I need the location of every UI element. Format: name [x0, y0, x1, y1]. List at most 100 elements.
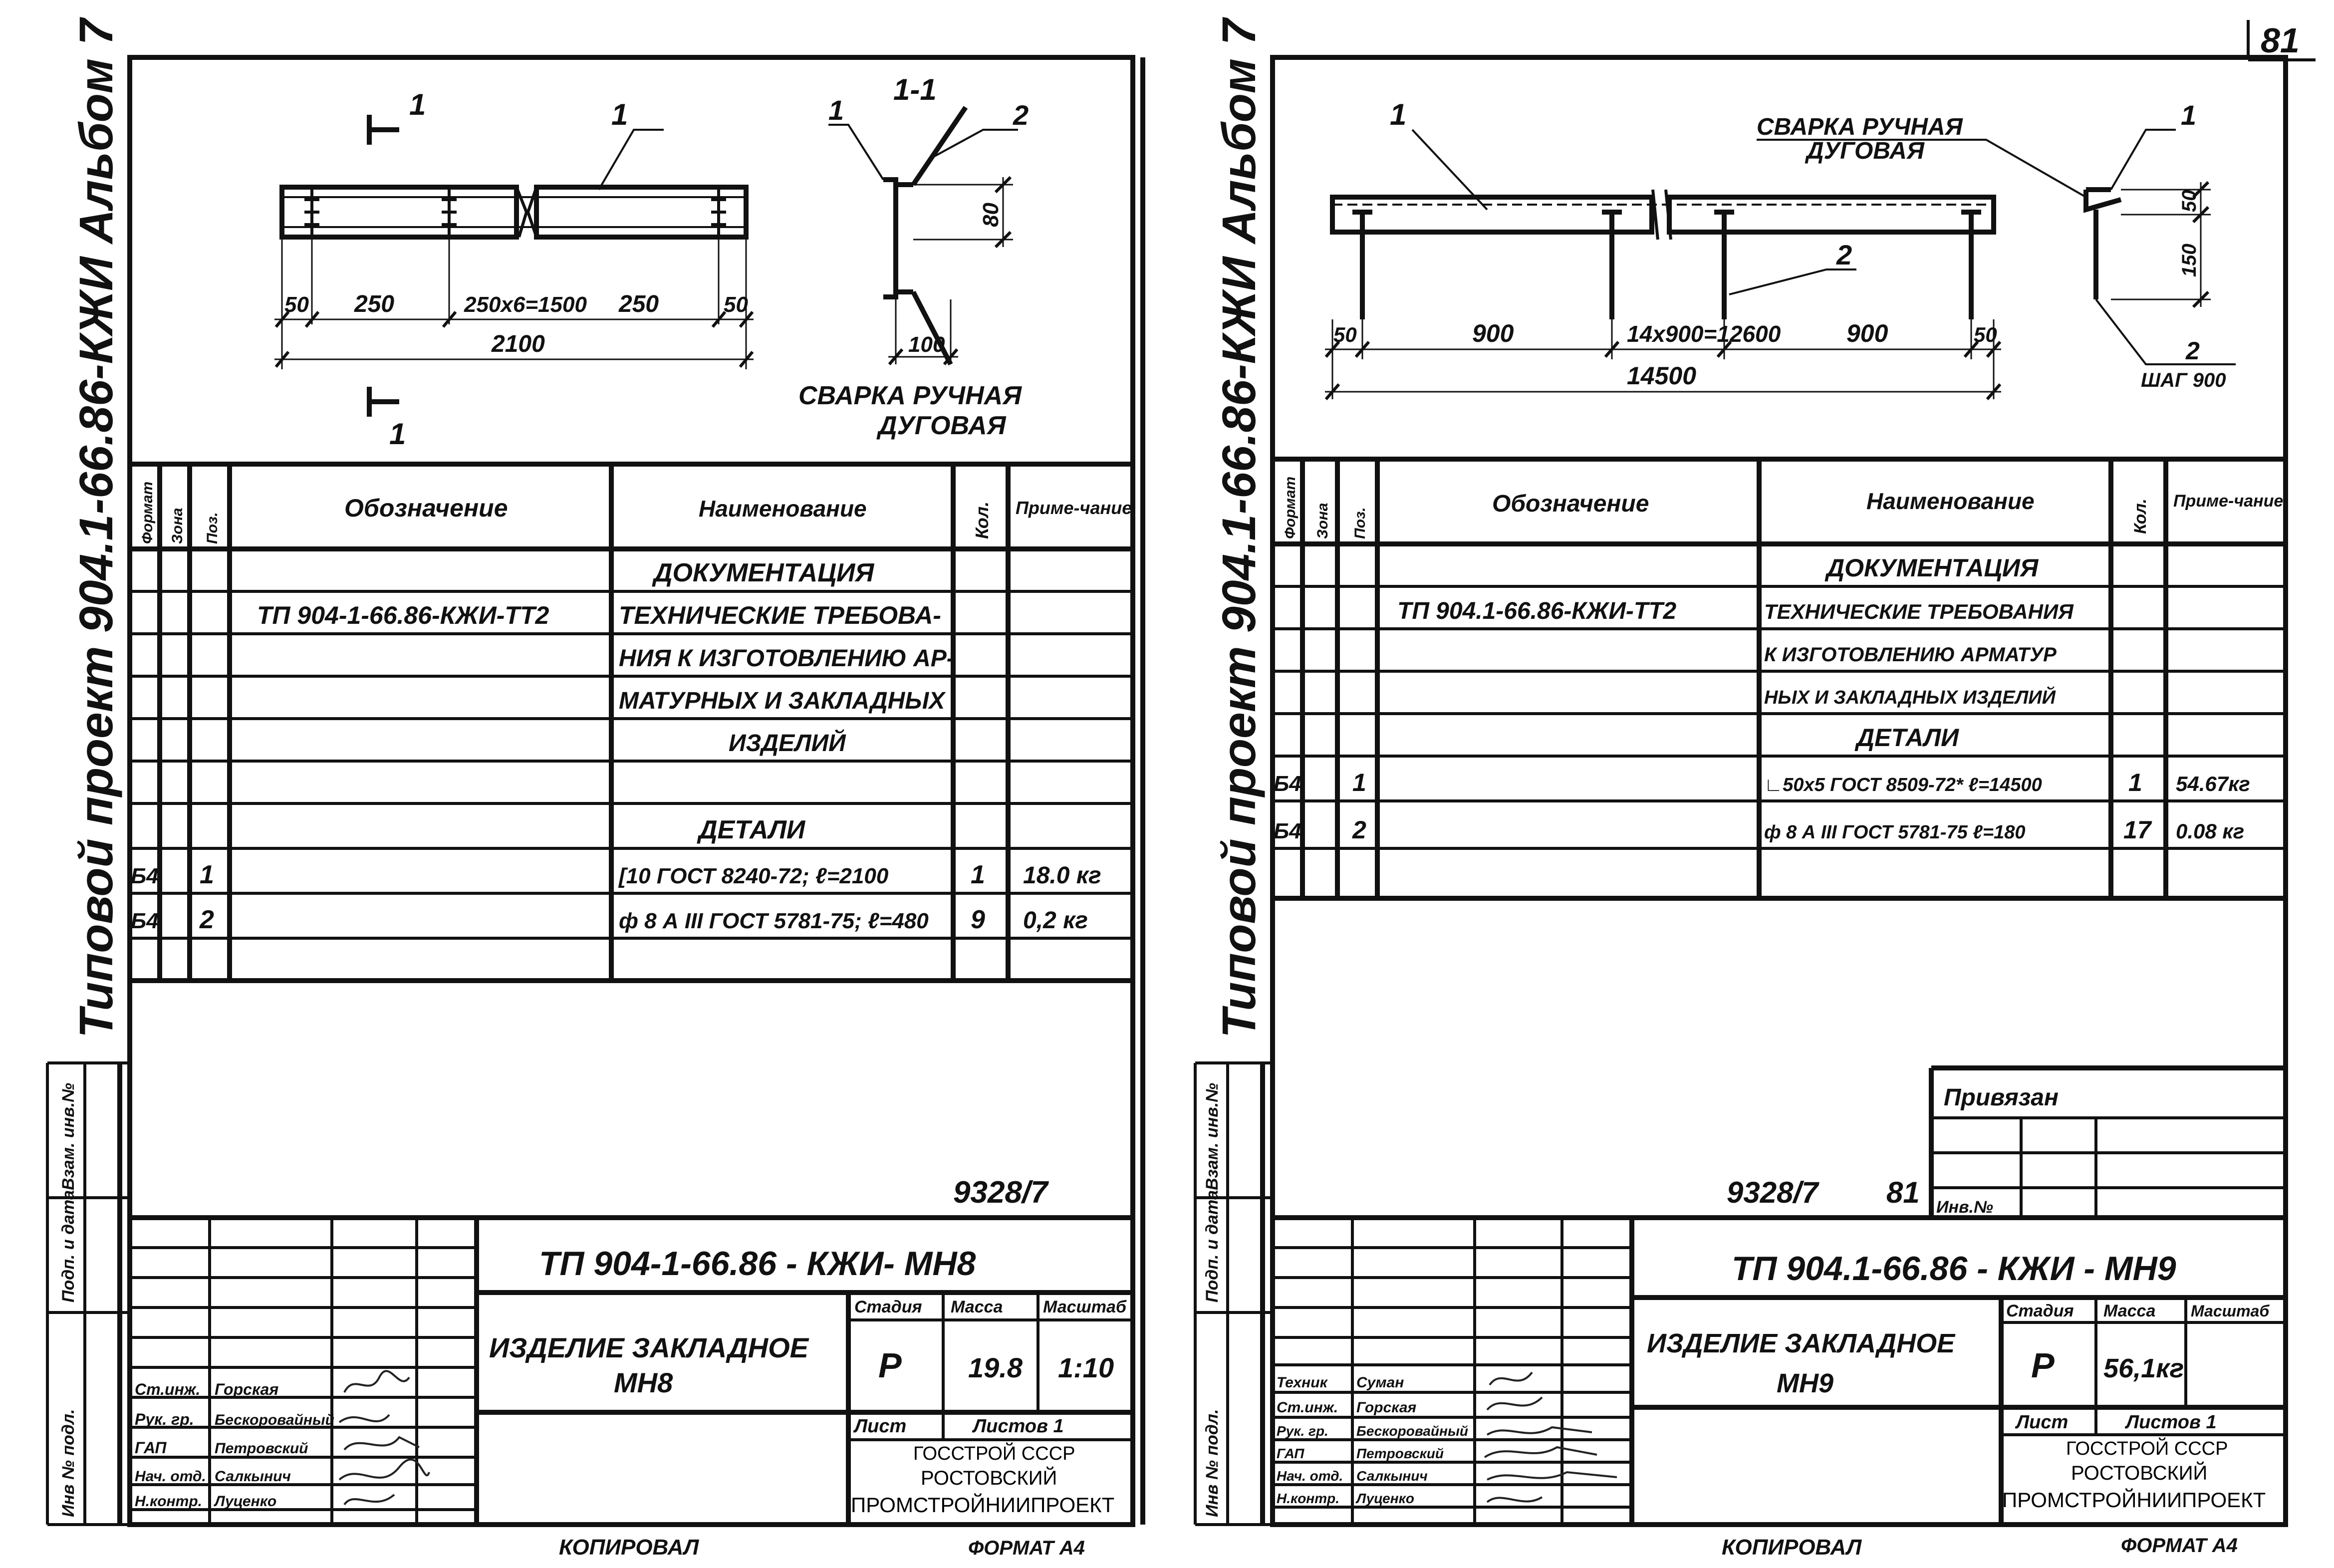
svg-text:50: 50 — [284, 292, 309, 317]
dimension-chain-left: 50 250 250х6=1500 250 50 2100 — [274, 240, 754, 369]
svg-text:МАТУРНЫХ И ЗАКЛАДНЫХ: МАТУРНЫХ И ЗАКЛАДНЫХ — [619, 688, 946, 714]
right-stamp-title-1: ИЗДЕЛИЕ ЗАКЛАДНОЕ — [1647, 1328, 1956, 1358]
svg-text:2: 2 — [2185, 337, 2200, 365]
left-format: ФОРМАТ А4 — [968, 1537, 1085, 1559]
svg-text:Горская: Горская — [1356, 1399, 1417, 1416]
angle-section — [2083, 187, 2122, 213]
svg-text:Формат: Формат — [1282, 477, 1298, 539]
callout-leader-1-1 — [828, 124, 884, 181]
svg-text:Формат: Формат — [139, 482, 156, 544]
svg-text:150: 150 — [2178, 244, 2200, 277]
svg-text:Петровский: Петровский — [1356, 1446, 1444, 1461]
svg-text:ПРОМСТРОЙНИИПРОЕКТ: ПРОМСТРОЙНИИПРОЕКТ — [851, 1493, 1114, 1517]
svg-text:Поз.: Поз. — [204, 512, 221, 544]
right-archive-no: 9328/7 — [1727, 1176, 1819, 1209]
rod-step: ШАГ 900 — [2141, 369, 2226, 391]
svg-text:Наименование: Наименование — [699, 496, 867, 522]
svg-text:Зона: Зона — [169, 508, 186, 544]
svg-text:80: 80 — [979, 203, 1003, 227]
left-sheet: Типовой проект 904.1-66.86-КЖИ Альбом 7 … — [46, 17, 1135, 1560]
section-dims-right: 50 150 — [2111, 181, 2211, 308]
left-stamp-title-1: ИЗДЕЛИЕ ЗАКЛАДНОЕ — [489, 1332, 809, 1363]
right-sheet: Типовой проект 904.1-66.86-КЖИ Альбом 7 … — [1140, 17, 2288, 1560]
svg-text:Б4: Б4 — [1274, 819, 1301, 843]
section-dims: 80 100 — [888, 176, 1013, 365]
svg-text:ТП 904-1-66.86-КЖИ-ТТ2: ТП 904-1-66.86-КЖИ-ТТ2 — [257, 601, 549, 629]
weld-leader — [1757, 139, 2086, 198]
svg-text:[10 ГОСТ 8240-72; ℓ=2100: [10 ГОСТ 8240-72; ℓ=2100 — [618, 864, 889, 888]
svg-text:ДОКУМЕНТАЦИЯ: ДОКУМЕНТАЦИЯ — [1824, 554, 2039, 582]
svg-text:Кол.: Кол. — [972, 502, 992, 539]
svg-text:100: 100 — [908, 332, 945, 357]
svg-text:1: 1 — [971, 860, 985, 889]
svg-text:1: 1 — [200, 860, 214, 889]
svg-text:Стадия: Стадия — [2006, 1302, 2074, 1320]
svg-text:Р: Р — [2031, 1346, 2055, 1385]
svg-text:9: 9 — [971, 905, 985, 934]
svg-text:Инв.№: Инв.№ — [1936, 1198, 1993, 1217]
svg-text:50: 50 — [2178, 190, 2200, 213]
svg-text:1: 1 — [1390, 98, 1406, 131]
svg-text:Б4: Б4 — [131, 864, 159, 888]
left-stamp-title-2: МН8 — [614, 1367, 673, 1398]
dimension-chain-right: 50 900 14х900=12600 900 50 14500 — [1324, 319, 2002, 400]
angle-plate-left — [1330, 195, 1654, 235]
break-line — [515, 186, 538, 238]
svg-text:250: 250 — [354, 291, 394, 317]
svg-text:Зона: Зона — [1314, 503, 1331, 539]
svg-text:50: 50 — [1974, 323, 1997, 346]
svg-text:Наименование: Наименование — [1866, 488, 2035, 514]
svg-text:Луценко: Луценко — [214, 1493, 276, 1510]
left-side-box-1: Инв № подл. — [59, 1409, 78, 1517]
left-frame — [127, 55, 1135, 1527]
svg-text:Инв № подл.: Инв № подл. — [1203, 1409, 1222, 1517]
svg-text:1:10: 1:10 — [1058, 1352, 1114, 1383]
svg-text:ДОКУМЕНТАЦИЯ: ДОКУМЕНТАЦИЯ — [652, 558, 874, 587]
svg-text:250: 250 — [618, 291, 659, 317]
svg-text:ПРОМСТРОЙНИИПРОЕКТ: ПРОМСТРОЙНИИПРОЕКТ — [2002, 1488, 2266, 1512]
svg-text:900: 900 — [1846, 319, 1888, 347]
page-number: 81 — [2261, 21, 2300, 60]
right-format: ФОРМАТ А4 — [2121, 1535, 2238, 1557]
svg-text:ТЕХНИЧЕСКИЕ ТРЕБОВАНИЯ: ТЕХНИЧЕСКИЕ ТРЕБОВАНИЯ — [1764, 600, 2074, 623]
svg-text:Привязан: Привязан — [1944, 1084, 2059, 1111]
right-stamp-code: ТП 904.1-66.86 - КЖИ - МН9 — [1732, 1250, 2176, 1288]
rods — [1352, 210, 1981, 319]
svg-text:2: 2 — [1836, 239, 1852, 270]
stud-marks — [304, 190, 726, 235]
svg-text:2: 2 — [199, 905, 214, 934]
svg-text:Поз.: Поз. — [1352, 507, 1368, 539]
svg-text:РОСТОВСКИЙ: РОСТОВСКИЙ — [2071, 1461, 2207, 1484]
svg-text:ДЕТАЛИ: ДЕТАЛИ — [697, 815, 806, 844]
svg-text:Бескоровайный: Бескоровайный — [215, 1412, 334, 1428]
svg-text:14500: 14500 — [1627, 362, 1696, 390]
svg-text:Салкынич: Салкынич — [1356, 1468, 1428, 1484]
svg-text:Суман: Суман — [1356, 1374, 1404, 1391]
svg-text:ф 8 А III ГОСТ 5781-75; ℓ=480: ф 8 А III ГОСТ 5781-75; ℓ=480 — [619, 909, 929, 933]
svg-text:ТП 904.1-66.86-КЖИ-ТТ2: ТП 904.1-66.86-КЖИ-ТТ2 — [1397, 598, 1677, 624]
left-title-block: ТП 904-1-66.86 - КЖИ- МН8 ИЗДЕЛИЕ ЗАКЛАД… — [130, 1215, 1133, 1525]
section-mark-top — [367, 115, 399, 145]
svg-text:2100: 2100 — [491, 331, 545, 357]
svg-text:2: 2 — [1352, 816, 1366, 844]
svg-text:Салкынич: Салкынич — [215, 1468, 291, 1485]
left-stamp-code: ТП 904-1-66.86 - КЖИ- МН8 — [539, 1245, 976, 1283]
svg-text:Рук. гр.: Рук. гр. — [1277, 1423, 1328, 1439]
svg-text:54.67кг: 54.67кг — [2176, 772, 2250, 795]
section-title: 1-1 — [893, 73, 937, 106]
channel-section — [883, 177, 913, 299]
section-mark-bottom — [367, 387, 399, 417]
svg-text:Р: Р — [878, 1346, 902, 1385]
svg-text:Рук. гр.: Рук. гр. — [135, 1410, 194, 1428]
svg-text:Приме-чание: Приме-чание — [2173, 492, 2283, 511]
channel-plate-left — [279, 185, 519, 240]
svg-text:Масштаб: Масштаб — [1043, 1298, 1127, 1316]
left-side-label: Типовой проект 904.1-66.86-КЖИ Альбом 7 — [70, 17, 123, 1038]
svg-text:2: 2 — [1013, 99, 1029, 131]
svg-text:Обозначение: Обозначение — [1492, 491, 1649, 517]
svg-text:Взам. инв.№: Взам. инв.№ — [1203, 1083, 1222, 1190]
svg-text:ГОССТРОЙ СССР: ГОССТРОЙ СССР — [2066, 1437, 2228, 1459]
svg-text:900: 900 — [1472, 319, 1514, 347]
left-drawing: 1 1 1 — [274, 73, 1029, 451]
